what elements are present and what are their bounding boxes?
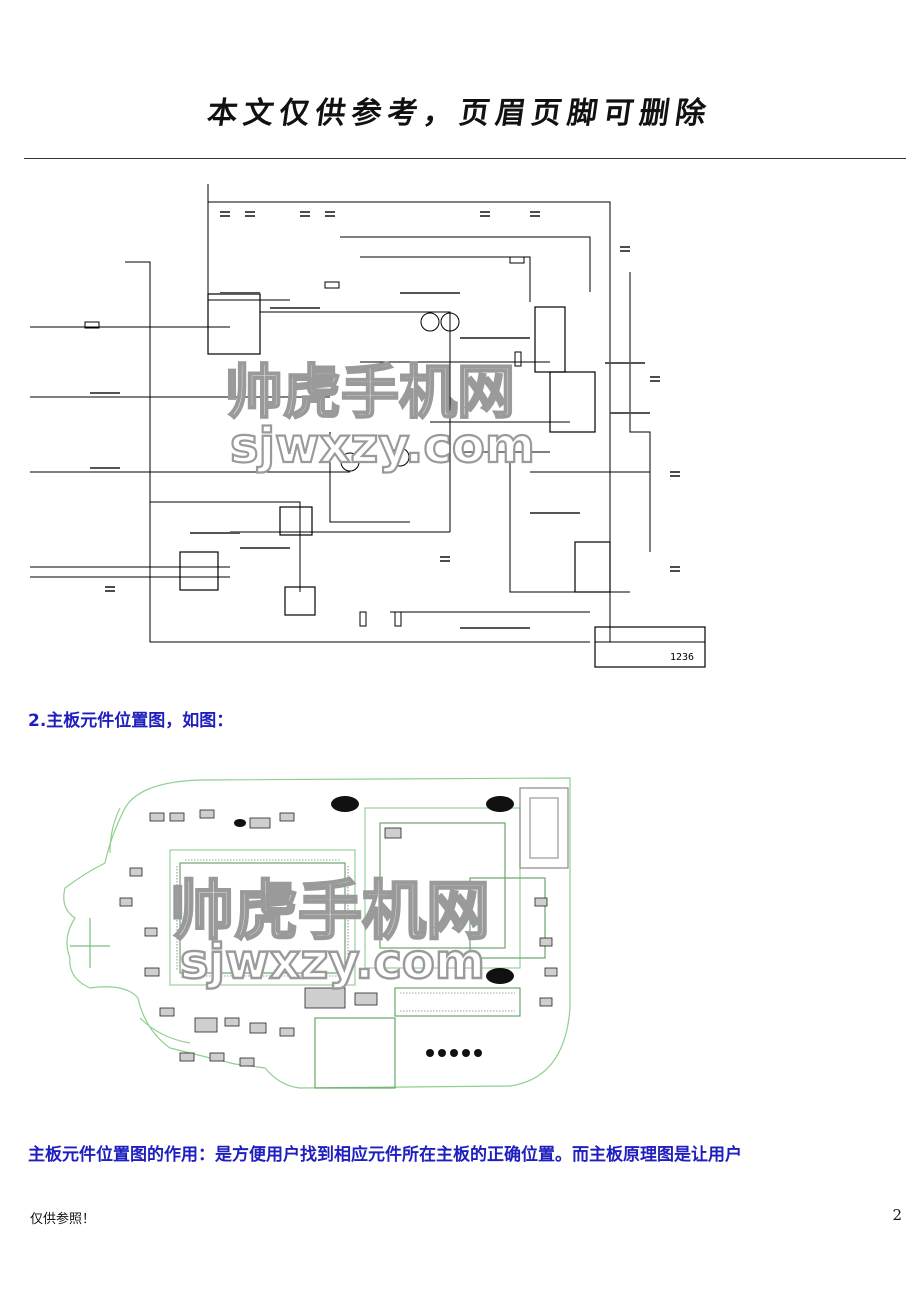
- watermark-cn: 帅虎手机网: [225, 358, 515, 426]
- circuit-schematic-figure: 帅虎手机网 sjwxzy.com 1236: [30, 184, 706, 668]
- title-block-text: 1236: [670, 652, 694, 663]
- watermark-cn: 帅虎手机网: [170, 875, 490, 949]
- section-heading: 2.主板元件位置图，如图：: [28, 711, 234, 731]
- board-layout-figure: 帅虎手机网 sjwxzy.com: [63, 777, 571, 1089]
- schematic-watermark: 帅虎手机网 sjwxzy.com: [224, 357, 536, 475]
- footer-note: 仅供参照！: [30, 1212, 96, 1227]
- header-divider: [24, 158, 906, 159]
- body-paragraph: 主板元件位置图的作用：是方便用户找到相应元件所在主板的正确位置。而主板原理图是让…: [28, 1145, 742, 1165]
- header-title: 本文仅供参考，页眉页脚可删除: [205, 96, 714, 131]
- page-number: 2: [892, 1206, 902, 1224]
- watermark-url: sjwxzy.com: [180, 934, 485, 990]
- watermark-url: sjwxzy.com: [230, 418, 535, 474]
- board-watermark: 帅虎手机网 sjwxzy.com: [169, 874, 491, 991]
